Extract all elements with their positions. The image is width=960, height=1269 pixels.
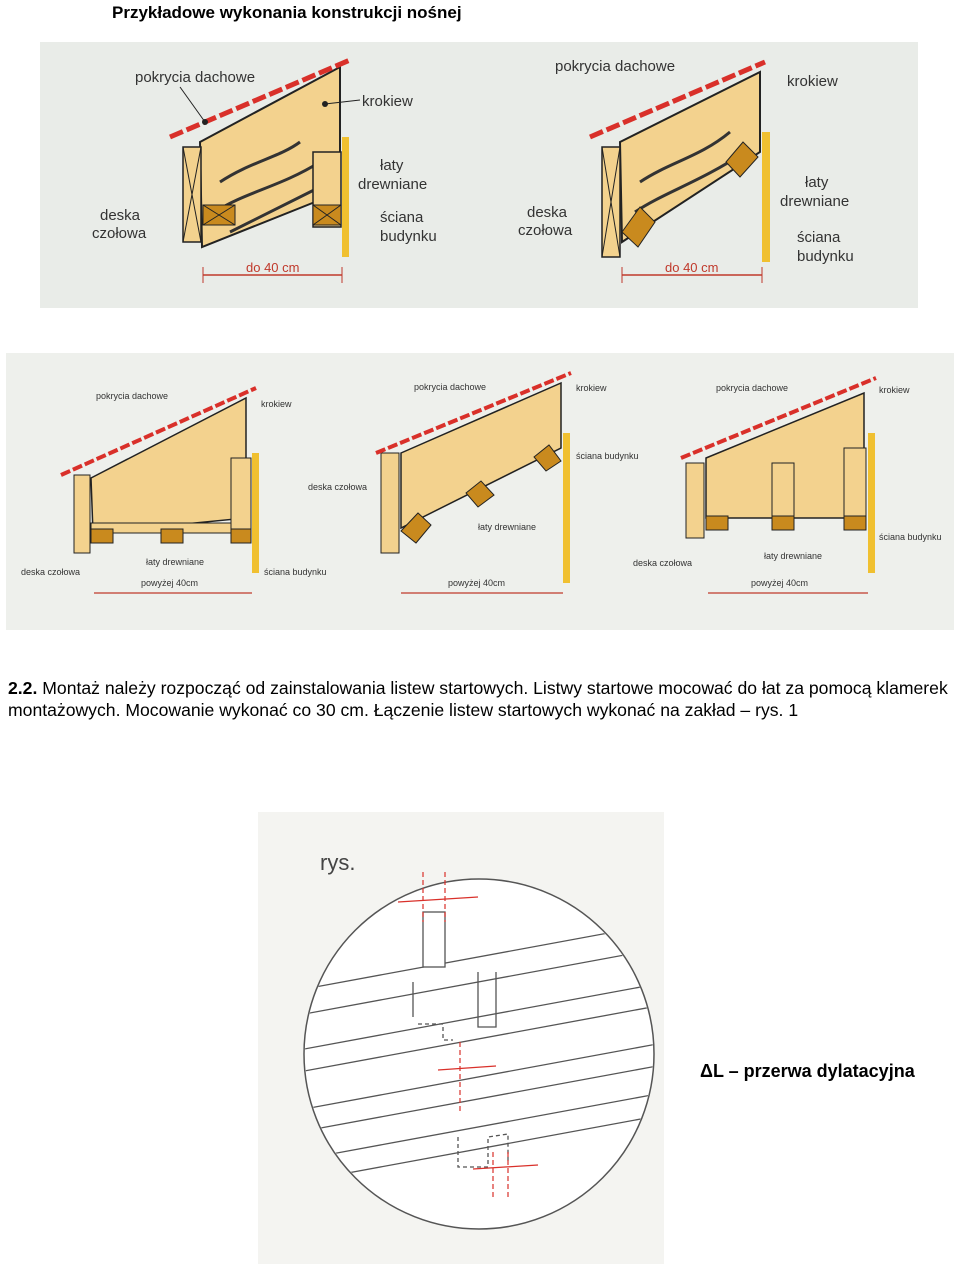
dilatation-gap-caption: ΔL – przerwa dylatacyjna	[700, 1061, 915, 1081]
right-rafter-label: krokiew	[787, 73, 838, 90]
left-eave-diagram: do 40 cm pokrycia dachowe krokiew łaty d…	[92, 57, 437, 283]
svg-text:ściana: ściana	[380, 209, 424, 226]
svg-text:ściana budynku: ściana budynku	[576, 451, 639, 461]
top-construction-figure: do 40 cm pokrycia dachowe krokiew łaty d…	[40, 42, 918, 308]
section-number: 2.2.	[8, 678, 38, 698]
svg-text:deska czołowa: deska czołowa	[308, 482, 367, 492]
svg-text:krokiew: krokiew	[879, 385, 910, 395]
svg-text:budynku: budynku	[797, 248, 854, 265]
svg-text:czołowa: czołowa	[518, 222, 573, 239]
svg-text:łaty: łaty	[805, 174, 829, 191]
svg-text:łaty drewniane: łaty drewniane	[146, 557, 204, 567]
svg-text:ściana budynku: ściana budynku	[264, 567, 327, 577]
rys-label: rys.	[320, 850, 355, 875]
svg-text:krokiew: krokiew	[261, 399, 292, 409]
right-eave-diagram: do 40 cm pokrycia dachowe krokiew łaty d…	[518, 58, 854, 283]
diagram-a: pokrycia dachowe krokiew deska czołowa ł…	[21, 386, 327, 594]
svg-text:ściana: ściana	[797, 229, 841, 246]
svg-text:drewniane: drewniane	[780, 193, 849, 210]
right-dimension: do 40 cm	[665, 260, 718, 275]
instruction-paragraph: 2.2. Montaż należy rozpocząć od zainstal…	[8, 677, 956, 721]
svg-text:łaty drewniane: łaty drewniane	[764, 551, 822, 561]
svg-text:łaty drewniane: łaty drewniane	[478, 522, 536, 532]
svg-text:krokiew: krokiew	[576, 383, 607, 393]
left-roof-label: pokrycia dachowe	[135, 69, 255, 86]
left-dimension: do 40 cm	[246, 260, 299, 275]
detail-figure: rys.	[258, 812, 664, 1264]
diagram-c: pokrycia dachowe krokiew ściana budynku …	[633, 376, 942, 594]
svg-text:powyżej 40cm: powyżej 40cm	[751, 578, 808, 588]
middle-construction-figure: pokrycia dachowe krokiew deska czołowa ł…	[6, 353, 954, 630]
right-roof-label: pokrycia dachowe	[555, 58, 675, 75]
svg-text:deska: deska	[100, 207, 141, 224]
svg-text:pokrycia dachowe: pokrycia dachowe	[716, 383, 788, 393]
svg-text:deska: deska	[527, 204, 568, 221]
paragraph-text: Montaż należy rozpocząć od zainstalowani…	[8, 678, 948, 720]
svg-text:powyżej 40cm: powyżej 40cm	[448, 578, 505, 588]
page-heading: Przykładowe wykonania konstrukcji nośnej	[112, 3, 462, 22]
svg-text:pokrycia dachowe: pokrycia dachowe	[96, 391, 168, 401]
svg-text:budynku: budynku	[380, 228, 437, 245]
svg-text:drewniane: drewniane	[358, 176, 427, 193]
svg-text:pokrycia dachowe: pokrycia dachowe	[414, 382, 486, 392]
svg-text:łaty: łaty	[380, 157, 404, 174]
svg-text:czołowa: czołowa	[92, 225, 147, 242]
svg-text:deska czołowa: deska czołowa	[21, 567, 80, 577]
svg-text:powyżej 40cm: powyżej 40cm	[141, 578, 198, 588]
svg-text:ściana budynku: ściana budynku	[879, 532, 942, 542]
diagram-b: pokrycia dachowe krokiew ściana budynku …	[308, 371, 639, 594]
left-rafter-label: krokiew	[362, 93, 413, 110]
svg-text:deska czołowa: deska czołowa	[633, 558, 692, 568]
